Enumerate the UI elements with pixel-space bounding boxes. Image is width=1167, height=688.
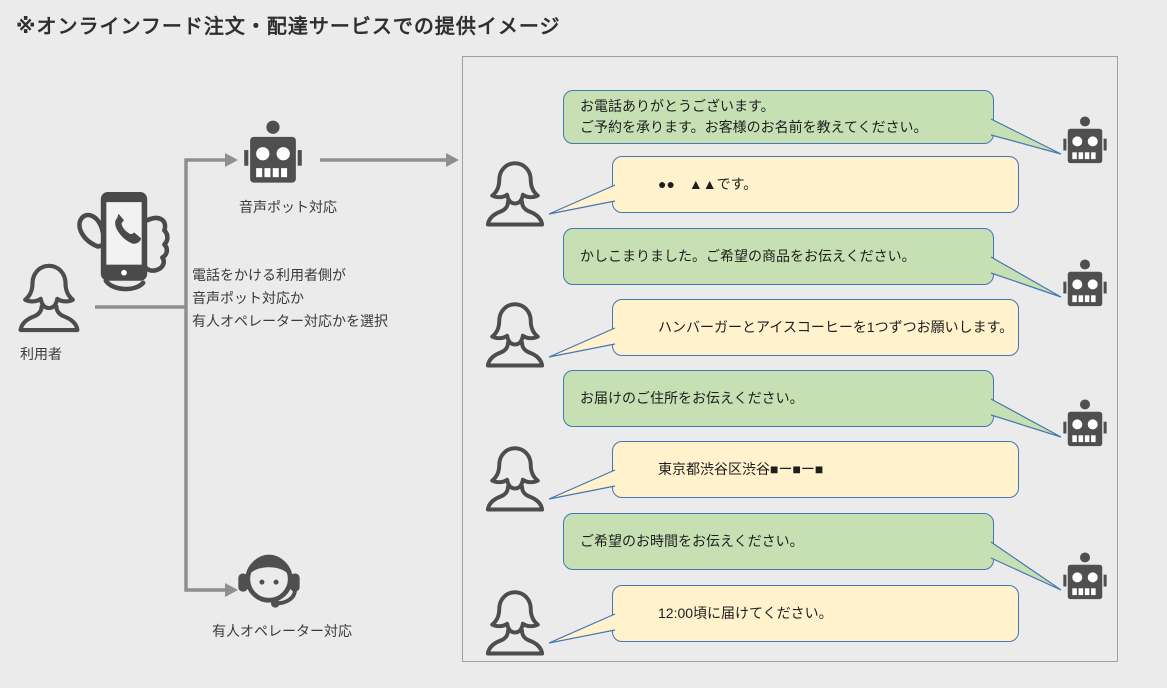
- bot-message-bubble: ご希望のお時間をお伝えください。: [563, 513, 994, 570]
- operator-label: 有人オペレーター対応: [212, 623, 352, 639]
- chat-panel: お電話ありがとうございます。ご予約を承ります。お客様のお名前を教えてください。 ●…: [462, 56, 1118, 662]
- person-outline-icon: [483, 587, 547, 657]
- message-text: お電話ありがとうございます。: [580, 98, 775, 114]
- person-outline-icon: [483, 443, 547, 513]
- message-text: ご希望のお時間をお伝えください。: [580, 533, 804, 549]
- user-message-bubble: 12:00頃に届けてください。: [612, 585, 1019, 642]
- person-outline-icon: [483, 299, 547, 369]
- arrowhead-to-voice-bot: [225, 153, 238, 167]
- bubble-tails: [548, 118, 1062, 644]
- selection-note: 電話をかける利用者側が 音声ポット対応か 有人オペレーター対応かを選択: [192, 264, 388, 333]
- message-text: 12:00頃に届けてください。: [658, 605, 833, 621]
- message-text: ハンバーガーとアイスコーヒーを1つずつお願いします。: [658, 319, 1014, 335]
- message-text: ●● ▲▲です。: [658, 176, 758, 192]
- robot-icon: [1063, 399, 1107, 448]
- page-title: ※オンラインフード注文・配達サービスでの提供イメージ: [16, 16, 561, 38]
- bot-message-bubble: かしこまりました。ご希望の商品をお伝えください。: [563, 228, 994, 285]
- robot-icon: [1063, 116, 1107, 165]
- phone-in-hand-icon: [77, 192, 170, 292]
- person-outline-icon: [483, 158, 547, 228]
- operator-headset-icon: [236, 546, 302, 612]
- message-text: かしこまりました。ご希望の商品をお伝えください。: [580, 248, 916, 264]
- user-message-bubble: ハンバーガーとアイスコーヒーを1つずつお願いします。: [612, 299, 1019, 356]
- selection-note-line: 有人オペレーター対応かを選択: [192, 313, 388, 329]
- user-bubble-tail: [548, 184, 616, 215]
- robot-icon: [1063, 259, 1107, 308]
- bot-bubble-tail: [990, 118, 1062, 155]
- voice-bot-label: 音声ポット対応: [239, 199, 337, 215]
- bot-message-bubble: お電話ありがとうございます。ご予約を承ります。お客様のお名前を教えてください。: [563, 90, 994, 144]
- user-label: 利用者: [20, 346, 62, 362]
- bot-message-bubble: お届けのご住所をお伝えください。: [563, 370, 994, 427]
- message-text: ご予約を承ります。お客様のお名前を教えてください。: [580, 119, 928, 135]
- branch-line: [184, 158, 226, 592]
- user-message-bubble: ●● ▲▲です。: [612, 156, 1019, 213]
- bot-bubble-tail: [990, 256, 1062, 298]
- robot-icon: [1063, 552, 1107, 601]
- selection-note-line: 電話をかける利用者側が: [192, 267, 346, 283]
- robot-icon: [244, 120, 302, 185]
- message-text: お届けのご住所をお伝えください。: [580, 390, 804, 406]
- user-bubble-tail: [548, 327, 616, 358]
- bot-bubble-tail: [990, 541, 1062, 591]
- selection-note-line: 音声ポット対応か: [192, 290, 304, 306]
- user-bubble-tail: [548, 469, 616, 500]
- user-message-bubble: 東京都渋谷区渋谷■ー■ー■: [612, 441, 1019, 498]
- message-text: 東京都渋谷区渋谷■ー■ー■: [658, 461, 824, 477]
- arrowhead-to-panel: [446, 153, 459, 167]
- bot-bubble-tail: [990, 398, 1062, 438]
- user-bubble-tail: [548, 613, 616, 644]
